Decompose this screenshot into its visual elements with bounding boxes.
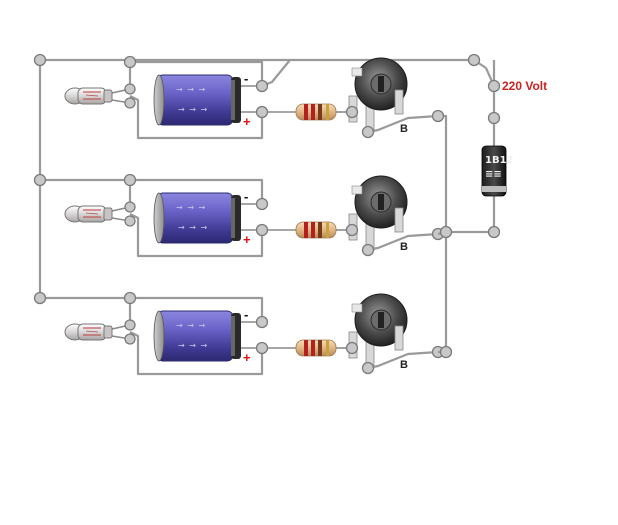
minus-label: - [244, 189, 248, 204]
pot-terminal-label: B [400, 241, 408, 253]
top-rail [40, 58, 487, 69]
minus-label: - [244, 71, 248, 86]
branch-2 [63, 173, 445, 258]
pot-terminal-label: B [400, 123, 408, 135]
plus-label: + [243, 232, 251, 247]
supply-voltage-label: 220 Volt [502, 79, 547, 93]
pot-terminal-label: B [400, 359, 408, 371]
diode-marking: 1B12 [485, 155, 514, 166]
svg-text:≡≡: ≡≡ [485, 169, 502, 180]
plus-label: + [243, 350, 251, 365]
rectifier-diode: 1B12 ≡≡ [481, 145, 514, 197]
plus-label: + [243, 114, 251, 129]
branch-1 [63, 55, 445, 140]
minus-label: - [244, 307, 248, 322]
branch-3 [63, 291, 445, 376]
